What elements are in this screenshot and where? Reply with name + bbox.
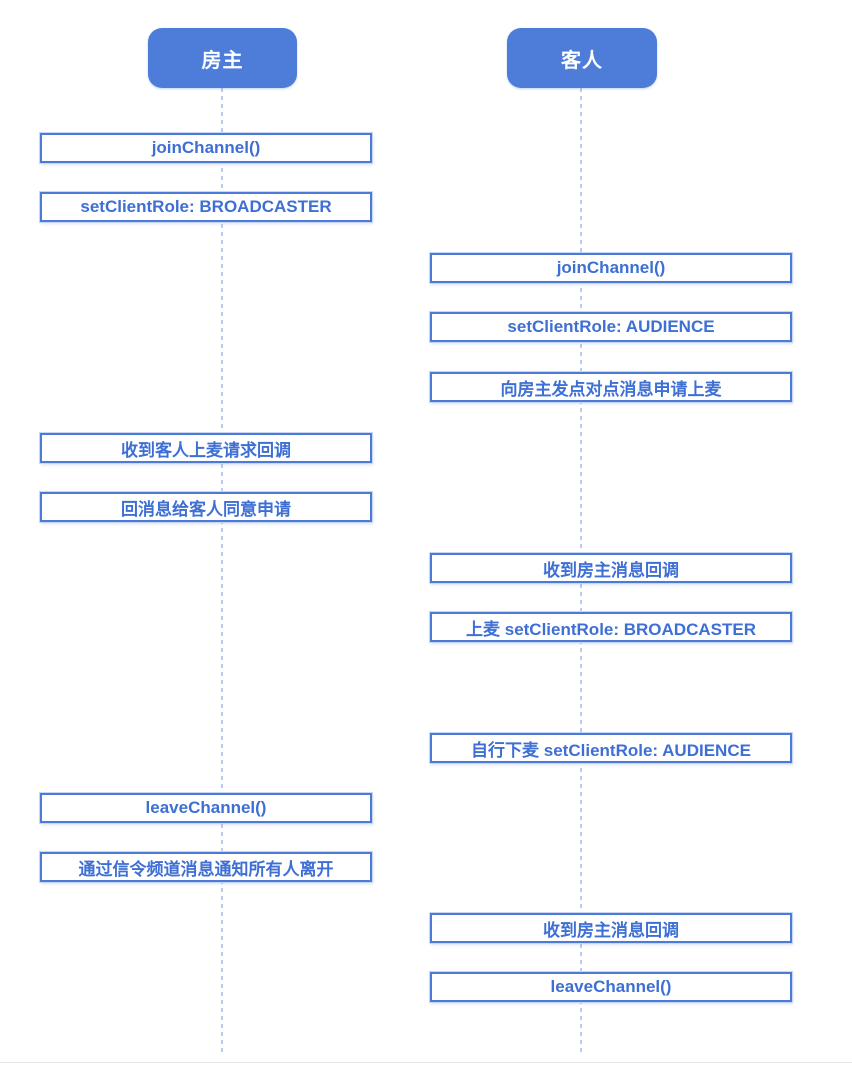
guest-step-join-channel: joinChannel() [430, 253, 792, 283]
actor-host: 房主 [148, 28, 297, 88]
host-step-join-channel: joinChannel() [40, 133, 372, 163]
host-step-reply-approve-request: 回消息给客人同意申请 [40, 492, 372, 522]
host-lifeline [221, 88, 223, 1056]
host-step-receive-mic-request-callback: 收到客人上麦请求回调 [40, 433, 372, 463]
guest-step-receive-host-message-callback-1: 收到房主消息回调 [430, 553, 792, 583]
host-step-leave-channel: leaveChannel() [40, 793, 372, 823]
host-step-notify-all-leave: 通过信令频道消息通知所有人离开 [40, 852, 372, 882]
guest-step-leave-channel: leaveChannel() [430, 972, 792, 1002]
guest-step-set-role-audience: setClientRole: AUDIENCE [430, 312, 792, 342]
guest-step-on-mic-broadcaster: 上麦 setClientRole: BROADCASTER [430, 612, 792, 642]
guest-step-send-mic-request: 向房主发点对点消息申请上麦 [430, 372, 792, 402]
bottom-divider [0, 1062, 852, 1063]
host-step-set-role-broadcaster: setClientRole: BROADCASTER [40, 192, 372, 222]
guest-step-receive-host-message-callback-2: 收到房主消息回调 [430, 913, 792, 943]
guest-step-off-mic-audience: 自行下麦 setClientRole: AUDIENCE [430, 733, 792, 763]
actor-guest: 客人 [507, 28, 657, 88]
